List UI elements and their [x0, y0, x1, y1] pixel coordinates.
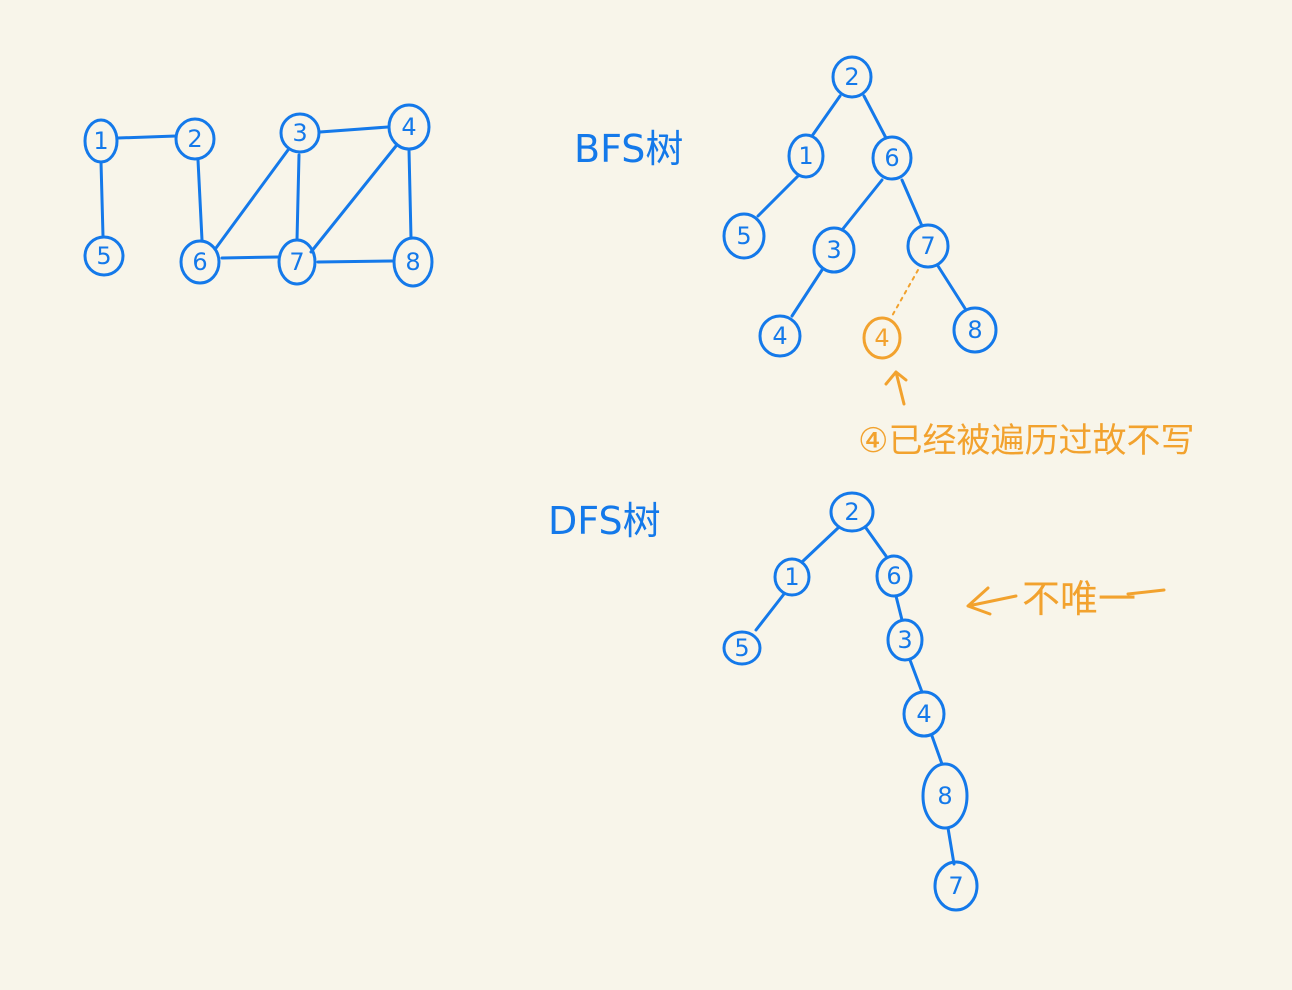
up-arrow-icon — [884, 370, 908, 406]
dfs-node: 6 — [875, 554, 913, 598]
bfs-node-label: 1 — [798, 142, 813, 170]
bfs-edge-6-7 — [900, 178, 924, 228]
graph-node: 7 — [277, 238, 317, 286]
bfs-node: 5 — [722, 212, 766, 260]
bfs-edge-2-1 — [810, 94, 842, 138]
graph-node-label: 1 — [93, 127, 108, 155]
dash-mark — [1126, 588, 1166, 596]
graph-edge-6-7 — [220, 255, 280, 260]
dfs-edge-3-4 — [908, 658, 924, 694]
graph-edge-3-6 — [214, 148, 290, 250]
bfs-node: 4 — [758, 314, 802, 358]
dfs-edge-8-7 — [946, 826, 956, 866]
graph-node-label: 4 — [401, 113, 416, 141]
dfs-node-label: 7 — [948, 872, 963, 900]
bfs-edge-2-6 — [862, 94, 888, 140]
bfs-node: 3 — [812, 226, 856, 274]
bfs-edge-7-4-skipped — [891, 269, 919, 317]
original-graph: 1 2 3 4 5 6 7 8 — [83, 103, 434, 288]
bfs-node: 8 — [952, 306, 998, 354]
bfs-node: 2 — [831, 55, 873, 99]
left-arrow-icon — [966, 586, 1018, 616]
visited-note: ④已经被遍历过故不写 — [858, 421, 1194, 461]
graph-edge-4-8 — [407, 148, 413, 240]
dfs-edge-1-5 — [754, 592, 786, 632]
bfs-node-label: 3 — [826, 236, 841, 264]
graph-edge-1-5 — [99, 160, 105, 238]
dfs-node: 7 — [933, 860, 979, 912]
bfs-edge-1-5 — [756, 174, 800, 218]
bfs-node-label: 8 — [967, 316, 982, 344]
not-unique-annotation: 不唯一 — [966, 577, 1166, 621]
bfs-node-label: 6 — [884, 144, 899, 172]
graph-node-label: 6 — [192, 248, 207, 276]
graph-edge-1-2 — [116, 134, 178, 140]
bfs-node-label: 7 — [920, 232, 935, 260]
dfs-node-label: 4 — [916, 700, 931, 728]
bfs-tree-title: BFS树 — [574, 127, 683, 171]
bfs-edge-6-3 — [840, 178, 884, 232]
graph-node: 2 — [174, 117, 216, 161]
graph-node: 5 — [83, 235, 125, 277]
bfs-node: 6 — [871, 135, 913, 181]
dfs-tree-title: DFS树 — [548, 499, 661, 543]
graph-node-label: 2 — [187, 125, 202, 153]
bfs-node-label: 2 — [844, 63, 859, 91]
graph-node: 6 — [179, 239, 221, 285]
dfs-node-label: 2 — [844, 498, 859, 526]
graph-edge-4-7 — [309, 144, 398, 254]
dfs-node-label: 8 — [937, 782, 952, 810]
graph-edge-3-7 — [295, 153, 301, 242]
visited-annotation: ④已经被遍历过故不写 — [858, 370, 1194, 461]
bfs-node-label: 5 — [736, 222, 751, 250]
graph-node: 1 — [83, 118, 119, 164]
graph-node-label: 5 — [96, 242, 111, 270]
bfs-edge-3-4 — [790, 268, 824, 318]
bfs-node: 1 — [787, 133, 825, 179]
bfs-node: 7 — [906, 223, 950, 269]
not-unique-note: 不唯一 — [1022, 577, 1136, 621]
graph-edge-3-4 — [318, 125, 390, 134]
dfs-node-label: 6 — [886, 562, 901, 590]
dfs-edge-2-1 — [800, 526, 840, 564]
bfs-node-skipped: 4 — [862, 316, 902, 360]
dfs-tree: 2 1 6 5 3 4 8 7 — [722, 491, 979, 912]
dfs-node: 3 — [886, 618, 924, 662]
dfs-node: 2 — [829, 491, 875, 533]
graph-node-label: 3 — [292, 119, 307, 147]
graph-node-label: 8 — [405, 248, 420, 276]
dfs-node: 5 — [722, 630, 762, 666]
graph-node: 4 — [387, 103, 431, 151]
dfs-node: 8 — [921, 762, 969, 830]
bfs-tree: 2 1 6 5 3 7 4 4 — [722, 55, 998, 360]
bfs-edge-7-8 — [936, 264, 968, 312]
dfs-node: 4 — [902, 690, 946, 738]
dfs-node-label: 3 — [897, 626, 912, 654]
dfs-edge-2-6 — [864, 526, 888, 558]
bfs-node-label: 4 — [874, 324, 889, 352]
graph-edge-2-6 — [196, 158, 204, 242]
bfs-node-label: 4 — [772, 322, 787, 350]
graph-node: 8 — [392, 236, 434, 288]
graph-node: 3 — [279, 112, 321, 154]
graph-edge-7-8 — [316, 259, 394, 264]
dfs-edge-6-3 — [894, 594, 904, 622]
dfs-node: 1 — [773, 557, 811, 597]
dfs-node-label: 1 — [784, 563, 799, 591]
graph-node-label: 7 — [289, 248, 304, 276]
dfs-node-label: 5 — [734, 634, 749, 662]
dfs-edge-4-8 — [930, 734, 944, 766]
